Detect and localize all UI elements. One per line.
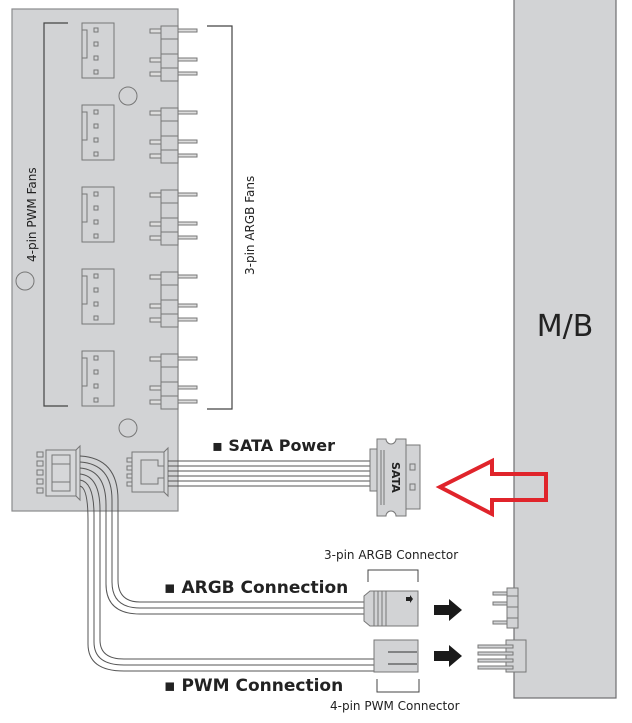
argb-fan-header [149, 189, 198, 246]
sata-cable [168, 460, 372, 487]
argb-arrow-icon [434, 599, 462, 621]
sata-connector: SATA [369, 438, 421, 517]
argb-group-label: 3-pin ARGB Fans [243, 176, 257, 275]
argb-connector-caption: 3-pin ARGB Connector [324, 548, 458, 562]
pwm-fan-port [81, 350, 115, 407]
pwm-fan-port [81, 104, 115, 161]
argb-fan-header [149, 25, 198, 82]
pwm-cable-connector [373, 639, 419, 673]
argb-fan-header [149, 353, 198, 410]
hub-sata-header [126, 446, 169, 498]
mounting-hole [118, 418, 138, 438]
fan-hub-board: 4-pin PWM Fans [11, 8, 198, 512]
sata-connector-text: SATA [389, 462, 402, 493]
pwm-fan-port [81, 186, 115, 243]
motherboard-label: M/B [537, 309, 594, 344]
highlight-arrow [435, 457, 548, 518]
mb-pwm-header [477, 639, 527, 673]
pwm-connection-label: ▪ PWM Connection [164, 676, 343, 696]
pwm-connector-caption: 4-pin PWM Connector [330, 699, 460, 713]
sata-power-label: ▪ SATA Power [212, 436, 335, 455]
argb-group-bracket [207, 25, 233, 410]
motherboard: M/B [513, 0, 617, 699]
mb-argb-header [492, 587, 519, 629]
argb-connector-bracket [367, 569, 419, 582]
hub-cable-connector [36, 444, 81, 502]
mounting-hole [15, 271, 35, 291]
pwm-group-label: 4-pin PWM Fans [25, 167, 39, 262]
argb-cable-connector [363, 590, 419, 627]
pwm-connector-bracket [376, 679, 420, 693]
argb-connection-label: ▪ ARGB Connection [164, 578, 348, 598]
pwm-group-bracket [43, 22, 68, 407]
argb-fan-header [149, 107, 198, 164]
pwm-arrow-icon [434, 645, 462, 667]
pwm-fan-port [81, 268, 115, 325]
fan-hub-cables [79, 455, 374, 672]
pwm-fan-port [81, 22, 115, 79]
argb-fan-header [149, 271, 198, 328]
mounting-hole [118, 86, 138, 106]
